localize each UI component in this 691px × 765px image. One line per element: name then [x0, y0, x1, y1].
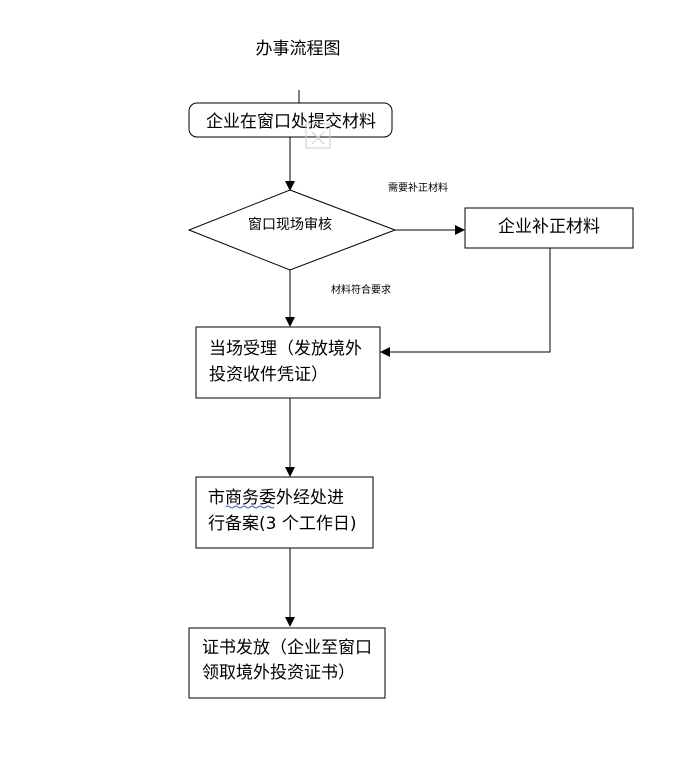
node-record-line1: 市商务委外经处进 — [208, 488, 344, 508]
node-submit: 企业在窗口处提交材料 — [188, 102, 393, 138]
node-submit-label: 企业在窗口处提交材料 — [206, 112, 376, 132]
node-supplement-label: 企业补正材料 — [498, 217, 600, 237]
node-record: 市商务委外经处进 行备案(3 个工作日) — [195, 476, 374, 549]
node-accept: 当场受理（发放境外 投资收件凭证） — [195, 326, 381, 399]
node-accept-line2: 投资收件凭证） — [209, 365, 328, 385]
node-record-line2: 行备案(3 个工作日) — [208, 514, 356, 534]
anchor-icon — [305, 123, 331, 149]
node-issue: 证书发放（企业至窗口 领取境外投资证书） — [188, 627, 386, 699]
diagram-title: 办事流程图 — [256, 39, 341, 59]
node-issue-line1: 证书发放（企业至窗口 — [202, 638, 372, 658]
node-review-label: 窗口现场审核 — [248, 216, 332, 233]
node-supplement: 企业补正材料 — [464, 207, 634, 249]
node-accept-line1: 当场受理（发放境外 — [209, 339, 362, 359]
node-issue-line2: 领取境外投资证书） — [202, 663, 355, 683]
edge-label-meets-requirement: 材料符合要求 — [331, 283, 391, 296]
node-review: 窗口现场审核 — [187, 189, 397, 271]
edge-label-need-supplement: 需要补正材料 — [388, 181, 448, 194]
spellcheck-squiggle — [225, 505, 275, 509]
edge-supplement-accept — [380, 248, 551, 357]
